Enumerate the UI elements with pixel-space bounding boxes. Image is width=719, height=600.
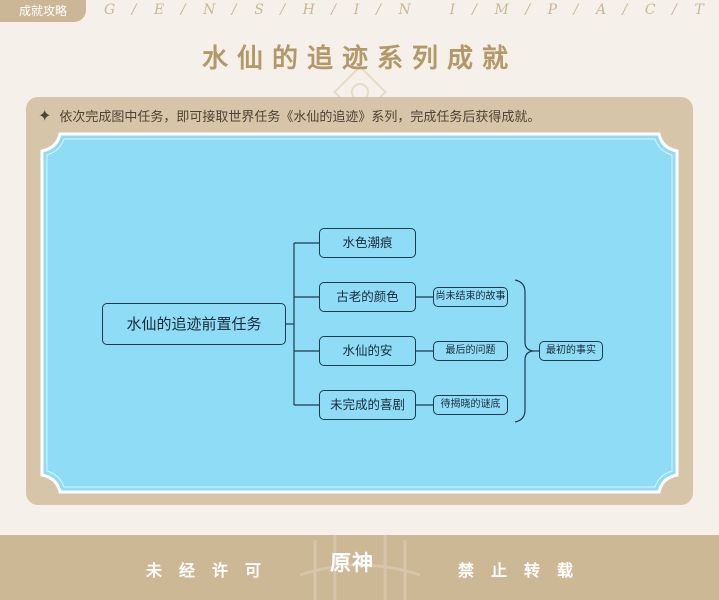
brand-letter: P: [547, 2, 558, 18]
brand-letter: M: [494, 2, 509, 18]
brand-letters: G / E / N / S / H / I / N I / M / P / A / C / T: [104, 2, 704, 18]
category-tag: 成就攻略: [0, 0, 86, 22]
brand-letter: A: [595, 2, 607, 18]
branch-label: 水仙的安: [342, 343, 393, 358]
branch-node: 水仙的安: [319, 336, 416, 366]
brand-letter: N: [203, 2, 216, 18]
brand-letter: C: [644, 2, 656, 18]
brand-letter: /: [622, 2, 628, 18]
root-label: 水仙的追迹前置任务: [126, 315, 262, 333]
brand-letter: N: [398, 2, 411, 18]
intro-text: 依次完成图中任务，即可接取世界任务《水仙的追迹》系列，完成任务后获得成就。: [59, 110, 541, 125]
game-logo: 原神: [330, 550, 374, 575]
branch-label: 古老的颜色: [336, 289, 399, 304]
footer-banner: 未经许可 原神 禁止转载: [0, 535, 719, 600]
sub-quest-label: 待揭晓的谜底: [440, 399, 501, 410]
brand-letter: /: [131, 2, 137, 18]
final-node: 最初的事实: [539, 341, 603, 361]
footer-left-text: 未经许可: [146, 561, 279, 580]
sub-quest-label: 最后的问题: [445, 345, 496, 356]
intro-line: ✦ 依次完成图中任务，即可接取世界任务《水仙的追迹》系列，完成任务后获得成就。: [38, 106, 540, 125]
brand-letter: H: [302, 2, 315, 18]
branch-node: 古老的颜色: [319, 282, 416, 312]
brand-letter: S: [254, 2, 264, 18]
brand-letter: /: [525, 2, 530, 18]
brand-letter: /: [331, 2, 336, 18]
brand-letter: /: [280, 2, 285, 18]
brand-letter: /: [472, 2, 477, 18]
brand-letter: /: [573, 2, 579, 18]
sub-quest-node: 最后的问题: [433, 341, 508, 361]
brand-letter: I: [449, 2, 456, 18]
brand-letter: /: [376, 2, 381, 18]
branch-label: 未完成的喜剧: [329, 397, 405, 412]
sub-quest-node: 待揭晓的谜底: [433, 395, 508, 415]
branch-node: 未完成的喜剧: [319, 390, 416, 420]
footer-gate-icon: [299, 535, 421, 600]
final-label: 最初的事实: [546, 345, 596, 356]
brand-letter: T: [694, 2, 704, 18]
brand-letter: /: [672, 2, 677, 18]
top-strip: 成就攻略 G / E / N / S / H / I / N I / M / P / A / C / T: [0, 0, 719, 22]
title-area: 水仙的追迹系列成就: [0, 38, 719, 119]
sub-quest-label: 尚未结束的故事: [435, 291, 506, 302]
brand-letter: /: [180, 2, 186, 18]
diagram-frame: [40, 132, 679, 494]
footer-right-text: 禁止转载: [458, 561, 591, 580]
brand-letter: E: [154, 2, 165, 18]
branch-label: 水色潮痕: [342, 235, 393, 250]
brand-letter: /: [231, 2, 237, 18]
four-point-star-icon: ✦: [38, 106, 52, 125]
brand-letter: I: [353, 2, 360, 18]
branch-node: 水色潮痕: [319, 228, 416, 258]
sub-quest-node: 尚未结束的故事: [433, 287, 508, 307]
root-node: 水仙的追迹前置任务: [102, 303, 286, 345]
brand-letter: G: [104, 2, 116, 18]
page-title: 水仙的追迹系列成就: [201, 44, 517, 74]
